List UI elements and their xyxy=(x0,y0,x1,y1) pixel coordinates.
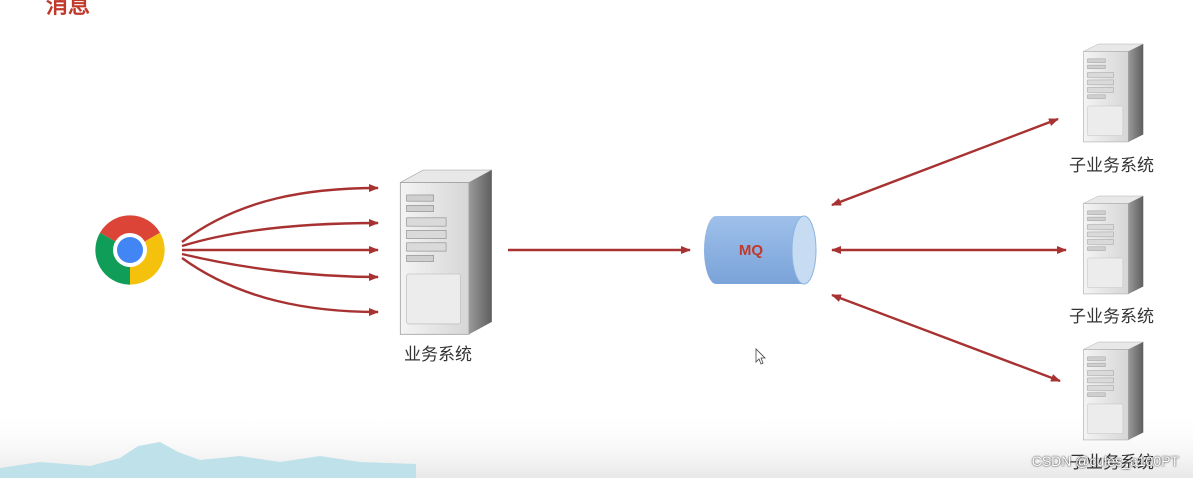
mq-label: MQ xyxy=(739,242,763,259)
sub-system-server-icon-3 xyxy=(1083,341,1144,441)
browser-to-business-arrows xyxy=(181,184,379,316)
request-arrow-2 xyxy=(181,219,379,248)
sub-system-label-3: 子业务系统 xyxy=(1069,453,1154,473)
watermark: CSDN @cules_a100PT xyxy=(1031,453,1179,469)
mq-to-sub-arrows xyxy=(831,117,1067,383)
request-arrow-4 xyxy=(181,252,379,281)
page-title-fragment: 消息 xyxy=(46,0,91,19)
mouse-cursor-icon xyxy=(755,348,766,365)
skyline-decoration xyxy=(0,442,416,478)
request-arrow-5 xyxy=(181,257,379,316)
chrome-browser-icon xyxy=(95,215,165,285)
sub-system-server-icon-2 xyxy=(1083,195,1144,295)
sub-arrow-1 xyxy=(831,117,1059,207)
mq-queue-node: MQ xyxy=(704,215,817,285)
sub-system-label-2: 子业务系统 xyxy=(1069,307,1154,327)
sub-system-label-1: 子业务系统 xyxy=(1069,156,1154,176)
sub-system-server-icon-1 xyxy=(1083,43,1144,143)
sub-arrow-3 xyxy=(831,293,1061,383)
business-system-label: 业务系统 xyxy=(404,345,472,365)
business-system-server-icon xyxy=(399,169,493,335)
request-arrow-1 xyxy=(181,184,379,243)
